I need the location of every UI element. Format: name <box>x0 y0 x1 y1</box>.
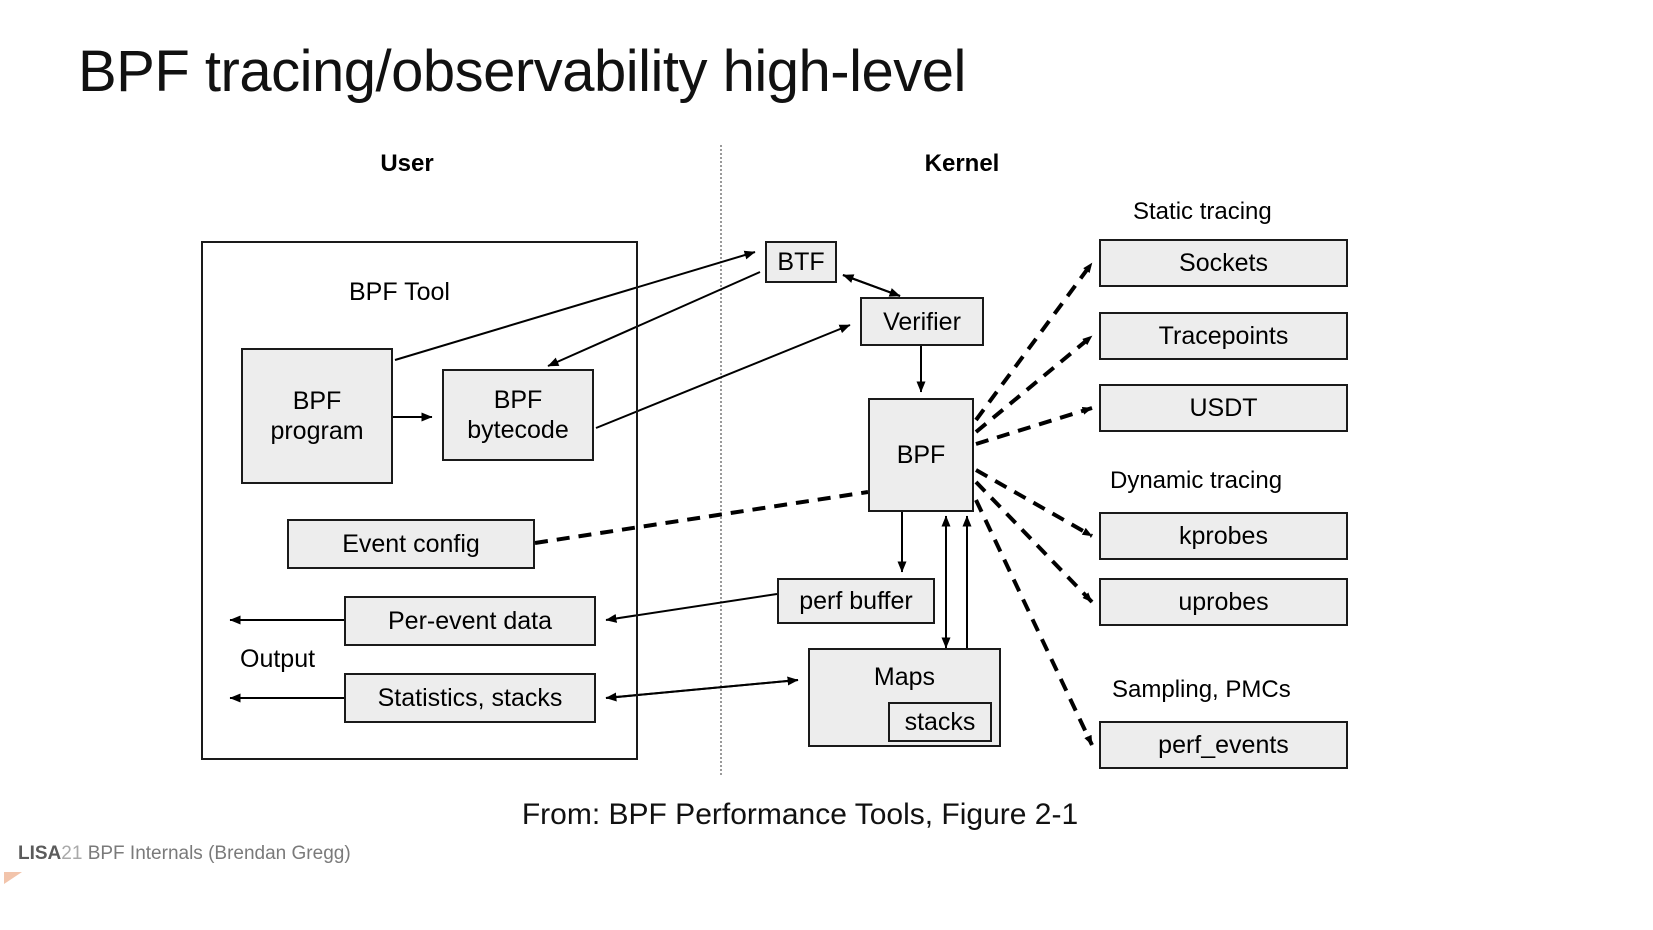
node-uprobes[interactable]: uprobes <box>1099 578 1348 626</box>
node-perf-events[interactable]: perf_events <box>1099 721 1348 769</box>
group-title-static-tracing: Static tracing <box>1133 198 1272 225</box>
node-per-event-data[interactable]: Per-event data <box>344 596 596 646</box>
node-sockets[interactable]: Sockets <box>1099 239 1348 287</box>
footer-brand: LISA <box>18 843 62 864</box>
node-tracepoints[interactable]: Tracepoints <box>1099 312 1348 360</box>
page-title: BPF tracing/observability high-level <box>78 39 966 104</box>
node-usdt[interactable]: USDT <box>1099 384 1348 432</box>
bpf-tool-container <box>201 241 638 760</box>
node-perf-buffer[interactable]: perf buffer <box>777 578 935 624</box>
node-btf[interactable]: BTF <box>765 241 837 283</box>
footer-talk: BPF Internals (Brendan Gregg) <box>82 843 351 864</box>
node-verifier[interactable]: Verifier <box>860 297 984 346</box>
output-label: Output <box>240 645 316 673</box>
user-kernel-divider <box>720 145 722 775</box>
node-event-config[interactable]: Event config <box>287 519 535 569</box>
node-stacks[interactable]: stacks <box>888 702 992 742</box>
node-statistics-stacks[interactable]: Statistics, stacks <box>344 673 596 723</box>
column-header-user: User <box>380 150 434 177</box>
bpf-tool-label: BPF Tool <box>349 278 450 306</box>
footer-year: 21 <box>61 843 83 864</box>
group-title-dynamic-tracing: Dynamic tracing <box>1110 467 1283 494</box>
figure-caption: From: BPF Performance Tools, Figure 2-1 <box>521 798 1079 831</box>
group-title-sampling-pmcs: Sampling, PMCs <box>1112 676 1291 703</box>
slide-footer: LISA21 BPF Internals (Brendan Gregg) <box>18 843 351 865</box>
footer-corner-mark <box>4 872 22 884</box>
column-header-kernel: Kernel <box>924 150 1000 177</box>
node-bpf[interactable]: BPF <box>868 398 974 512</box>
node-kprobes[interactable]: kprobes <box>1099 512 1348 560</box>
